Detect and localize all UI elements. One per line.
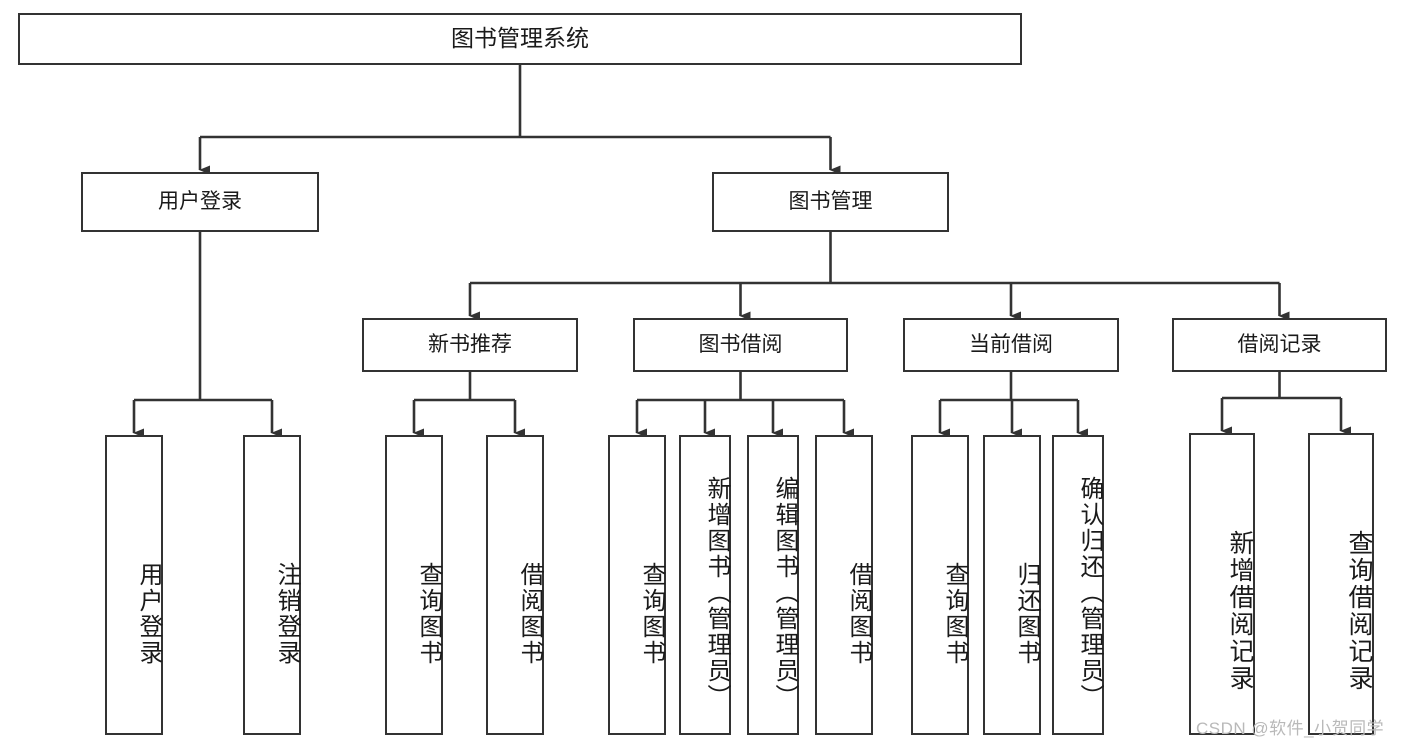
node-leaf-query-book-3[interactable]: 查询图书 (911, 435, 969, 735)
node-leaf-query-book-2[interactable]: 查询图书 (608, 435, 666, 735)
node-leaf-add-record[interactable]: 新增借阅记录 (1189, 433, 1255, 735)
node-leaf-query-record[interactable]: 查询借阅记录 (1308, 433, 1374, 735)
node-borrow-record[interactable]: 借阅记录 (1172, 318, 1387, 372)
node-current-borrow[interactable]: 当前借阅 (903, 318, 1119, 372)
node-book-manage[interactable]: 图书管理 (712, 172, 949, 232)
node-root-system[interactable]: 图书管理系统 (18, 13, 1022, 65)
node-leaf-borrow-book-1[interactable]: 借阅图书 (486, 435, 544, 735)
node-leaf-confirm-return[interactable]: 确认归还（管理员） (1052, 435, 1104, 735)
node-book-borrow[interactable]: 图书借阅 (633, 318, 848, 372)
node-user-login[interactable]: 用户登录 (81, 172, 319, 232)
node-leaf-user-login[interactable]: 用户登录 (105, 435, 163, 735)
node-leaf-query-book-1[interactable]: 查询图书 (385, 435, 443, 735)
node-leaf-edit-book[interactable]: 编辑图书（管理员） (747, 435, 799, 735)
node-leaf-add-book[interactable]: 新增图书（管理员） (679, 435, 731, 735)
node-leaf-return-book[interactable]: 归还图书 (983, 435, 1041, 735)
node-leaf-logout[interactable]: 注销登录 (243, 435, 301, 735)
node-new-book-rec[interactable]: 新书推荐 (362, 318, 578, 372)
node-leaf-borrow-book-2[interactable]: 借阅图书 (815, 435, 873, 735)
